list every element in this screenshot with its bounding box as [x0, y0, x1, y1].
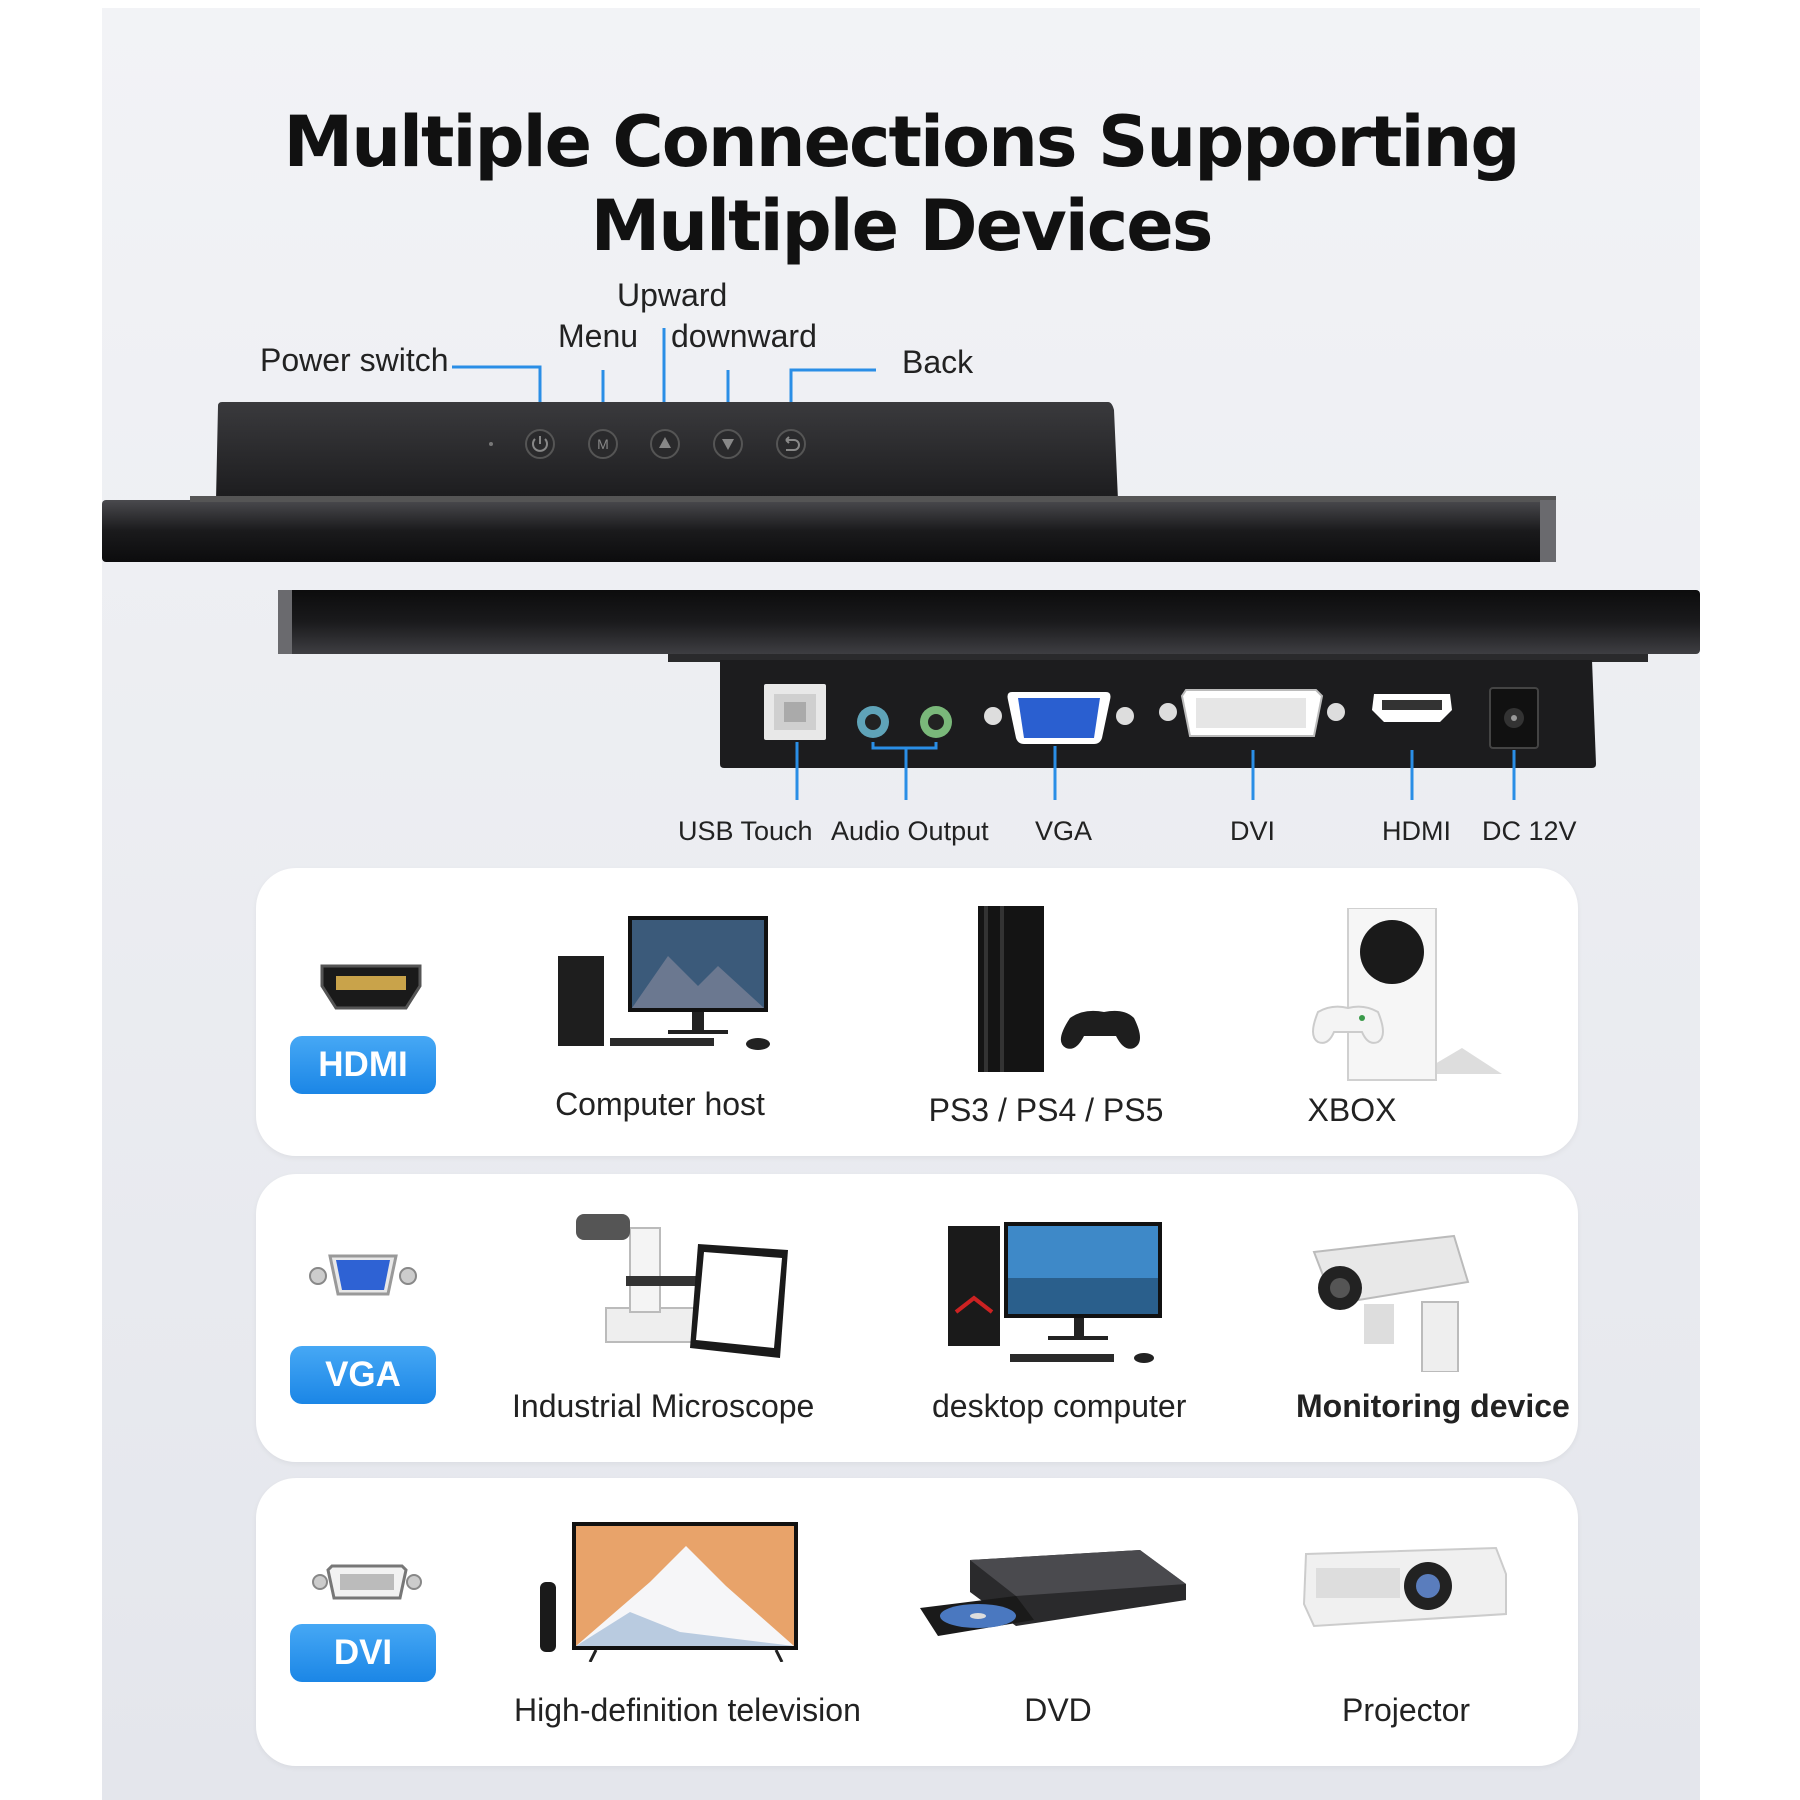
hdmi-port-label: HDMI	[1382, 816, 1451, 846]
microscope-label: Industrial Microscope	[512, 1388, 815, 1424]
dvi-port-icon	[312, 1564, 422, 1600]
audio-output-label: Audio Output	[831, 816, 989, 846]
dvd-label: DVD	[1024, 1692, 1092, 1728]
television-icon	[540, 1522, 798, 1662]
up-button[interactable]	[648, 427, 682, 461]
monitoring-device-label: Monitoring device	[1296, 1388, 1570, 1424]
hdmi-device-card: HDMI Computer host PS3 / PS4 / PS5 XBOX	[256, 868, 1578, 1156]
monitor-bottom-view	[278, 590, 1700, 800]
projector-label: Projector	[1341, 1692, 1471, 1728]
dvd-player-icon	[920, 1550, 1186, 1636]
downward-label: downward	[671, 318, 817, 354]
title-line-2: Multiple Devices	[590, 185, 1214, 267]
power-button[interactable]	[523, 427, 557, 461]
television-label: High-definition television	[514, 1692, 861, 1728]
vga-port-label: VGA	[1035, 816, 1093, 846]
indicator-led	[489, 442, 493, 446]
menu-label: Menu	[558, 318, 639, 354]
vga-interface-badge: VGA	[290, 1346, 436, 1404]
title-line-1: Multiple Connections Supporting	[283, 101, 1521, 183]
computer-host-icon	[558, 916, 770, 1050]
down-button[interactable]	[711, 427, 745, 461]
usb-touch-label: USB Touch	[678, 816, 813, 846]
microscope-icon	[576, 1214, 788, 1358]
menu-button[interactable]: M	[586, 427, 620, 461]
dc-12v-label: DC 12V	[1482, 816, 1577, 846]
computer-host-label: Computer host	[555, 1086, 765, 1122]
hdmi-port-icon	[320, 964, 422, 1010]
playstation-label: PS3 / PS4 / PS5	[928, 1092, 1164, 1128]
dvi-interface-badge: DVI	[290, 1624, 436, 1682]
hdmi-interface-badge: HDMI	[290, 1036, 436, 1094]
power-switch-label: Power switch	[260, 342, 449, 378]
desktop-computer-label: desktop computer	[932, 1388, 1187, 1424]
vga-port-icon	[309, 1254, 417, 1296]
svg-text:M: M	[597, 436, 609, 452]
vga-device-card: VGA Industrial Microscope desktop comput…	[256, 1174, 1578, 1462]
desktop-computer-icon	[948, 1222, 1162, 1363]
projector-icon	[1302, 1546, 1507, 1628]
upward-label: Upward	[617, 277, 728, 313]
dvi-device-card: DVI High-definition television DVD Proje…	[256, 1478, 1578, 1766]
xbox-label: XBOX	[1307, 1092, 1397, 1128]
dvi-port-label: DVI	[1230, 816, 1276, 846]
page-title: Multiple Connections Supporting Multiple…	[102, 100, 1700, 268]
monitor-top-view	[102, 328, 1556, 562]
xbox-icon	[1312, 908, 1502, 1081]
back-label: Back	[902, 344, 974, 380]
playstation-icon	[978, 906, 1140, 1072]
security-camera-icon	[1312, 1234, 1470, 1372]
back-button[interactable]	[774, 427, 808, 461]
